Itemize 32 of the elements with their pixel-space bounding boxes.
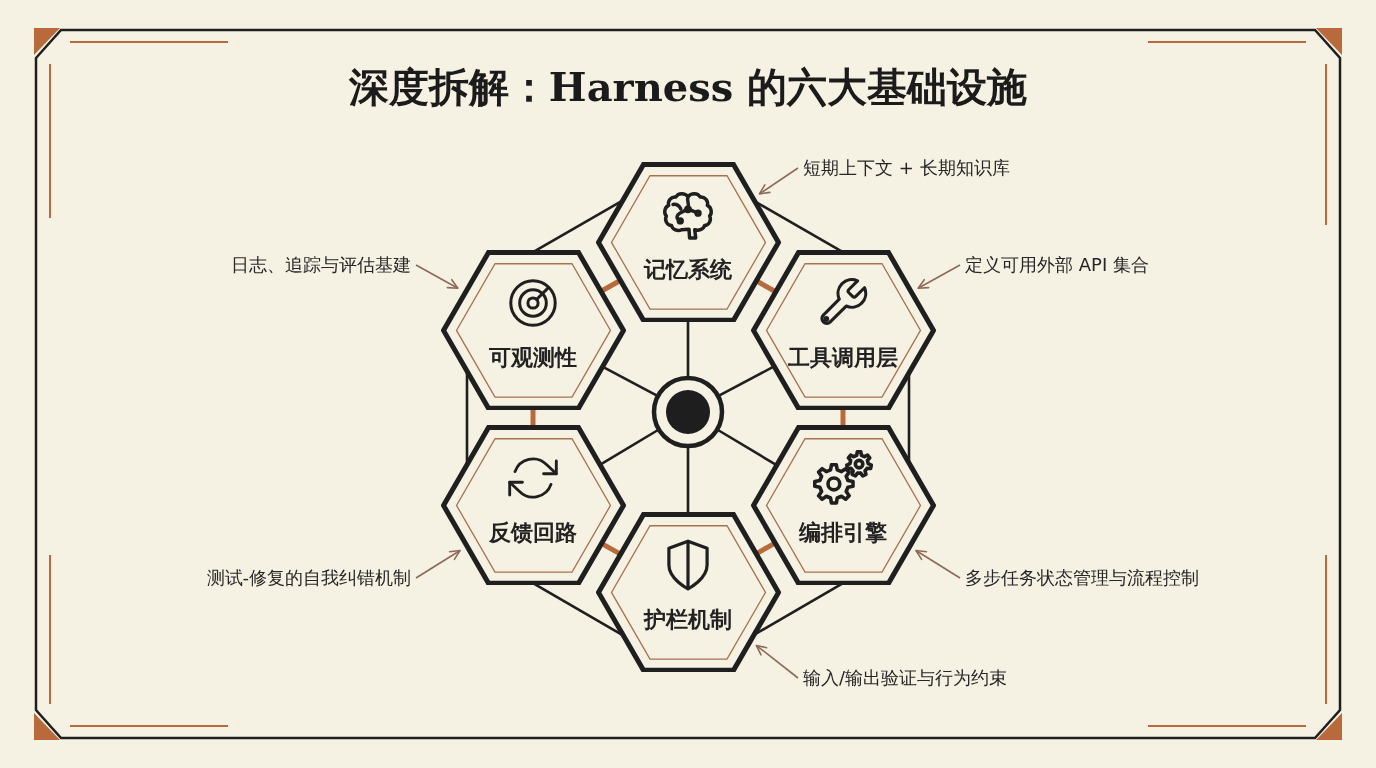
hexagon-label: 编排引擎 (799, 519, 887, 547)
hexagon-node (750, 249, 936, 411)
leader-arrow (758, 167, 799, 195)
hexagon-node (440, 249, 626, 411)
leader-arrow (915, 549, 961, 579)
connector-bar (754, 540, 777, 557)
leader-arrow (917, 264, 961, 290)
hexagon-node (595, 161, 781, 323)
leader-arrow (415, 264, 459, 290)
annotation-text: 多步任务状态管理与流程控制 (965, 566, 1199, 590)
annotation-text: 输入/输出验证与行为约束 (803, 666, 1008, 690)
hexagon-node (750, 424, 936, 586)
hexagon-node (440, 424, 626, 586)
annotation-text: 测试-修复的自我纠错机制 (206, 566, 411, 590)
leader-arrow (415, 549, 461, 579)
leader-arrow (755, 644, 799, 679)
hexagon-label: 记忆系统 (644, 256, 732, 284)
connector-bar (599, 278, 622, 294)
annotation-text: 短期上下文 + 长期知识库 (803, 156, 1010, 180)
connector-line (907, 371, 911, 464)
hexagon-label: 工具调用层 (788, 344, 898, 372)
title: 深度拆解：Harness 的六大基础设施 (348, 62, 1028, 112)
spoke-line (716, 428, 777, 466)
annotation-text: 定义可用外部 API 集合 (965, 253, 1149, 277)
hexagon-label: 可观测性 (489, 344, 577, 372)
annotation-text: 日志、追踪与评估基建 (231, 253, 411, 277)
hub-circle (650, 374, 726, 450)
hexagon-node (595, 511, 781, 673)
hexagon-label: 护栏机制 (644, 606, 732, 634)
connector-line (465, 371, 469, 464)
spoke-line (717, 365, 775, 398)
hexagon-label: 反馈回路 (489, 519, 577, 547)
